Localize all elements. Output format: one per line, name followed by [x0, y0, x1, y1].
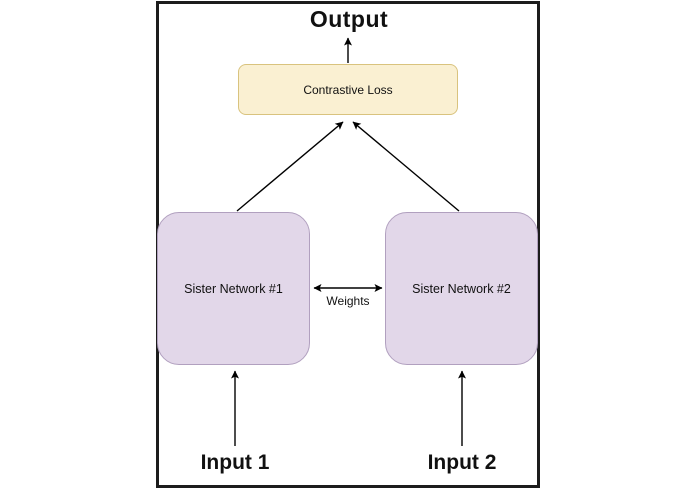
sister-network-2-label: Sister Network #2 — [412, 281, 511, 296]
output-label: Output — [309, 6, 389, 32]
contrastive-loss-node: Contrastive Loss — [238, 64, 458, 115]
contrastive-loss-label: Contrastive Loss — [303, 82, 393, 97]
sister-network-1-node: Sister Network #1 — [157, 212, 310, 365]
input-1-label: Input 1 — [200, 451, 270, 474]
weights-edge-label: Weights — [326, 294, 370, 308]
sister-network-2-node: Sister Network #2 — [385, 212, 538, 365]
sister-network-1-label: Sister Network #1 — [184, 281, 283, 296]
input-2-label: Input 2 — [427, 451, 497, 474]
